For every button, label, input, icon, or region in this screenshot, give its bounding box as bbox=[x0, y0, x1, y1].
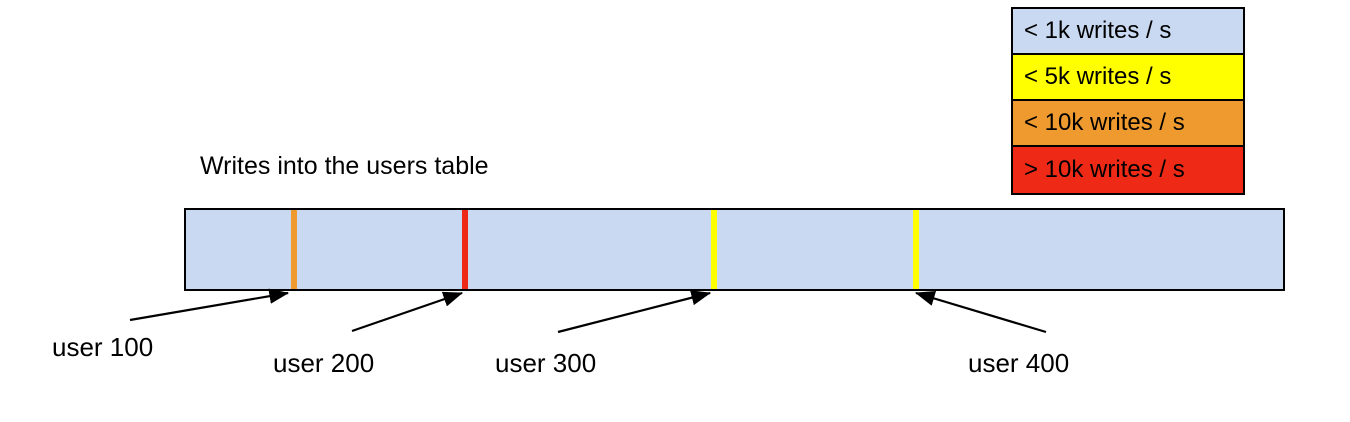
legend-item-label: > 10k writes / s bbox=[1024, 156, 1185, 183]
legend-item-lt-10k: < 10k writes / s bbox=[1013, 101, 1243, 147]
legend-item-gt-10k: > 10k writes / s bbox=[1013, 147, 1243, 193]
legend-item-lt-1k: < 1k writes / s bbox=[1013, 9, 1243, 55]
arrow-user-100 bbox=[129, 288, 290, 322]
arrow-user-400 bbox=[914, 290, 1047, 334]
legend-item-label: < 10k writes / s bbox=[1024, 109, 1185, 136]
users-table-bar bbox=[184, 208, 1285, 291]
label-user-100: user 100 bbox=[52, 332, 154, 362]
label-user-300: user 300 bbox=[495, 348, 597, 378]
legend: < 1k writes / s < 5k writes / s < 10k wr… bbox=[1011, 7, 1245, 195]
stripe-user-300 bbox=[711, 210, 717, 289]
label-user-200: user 200 bbox=[273, 348, 375, 378]
legend-item-label: < 1k writes / s bbox=[1024, 17, 1172, 44]
legend-item-label: < 5k writes / s bbox=[1024, 63, 1172, 90]
legend-item-lt-5k: < 5k writes / s bbox=[1013, 55, 1243, 101]
arrow-user-300 bbox=[557, 290, 712, 334]
chart-title: Writes into the users table bbox=[200, 152, 489, 180]
stripe-user-400 bbox=[913, 210, 919, 289]
stripe-user-100 bbox=[291, 210, 297, 289]
stripe-user-200 bbox=[462, 210, 468, 289]
label-user-400: user 400 bbox=[968, 348, 1070, 378]
arrow-user-200 bbox=[351, 291, 464, 333]
